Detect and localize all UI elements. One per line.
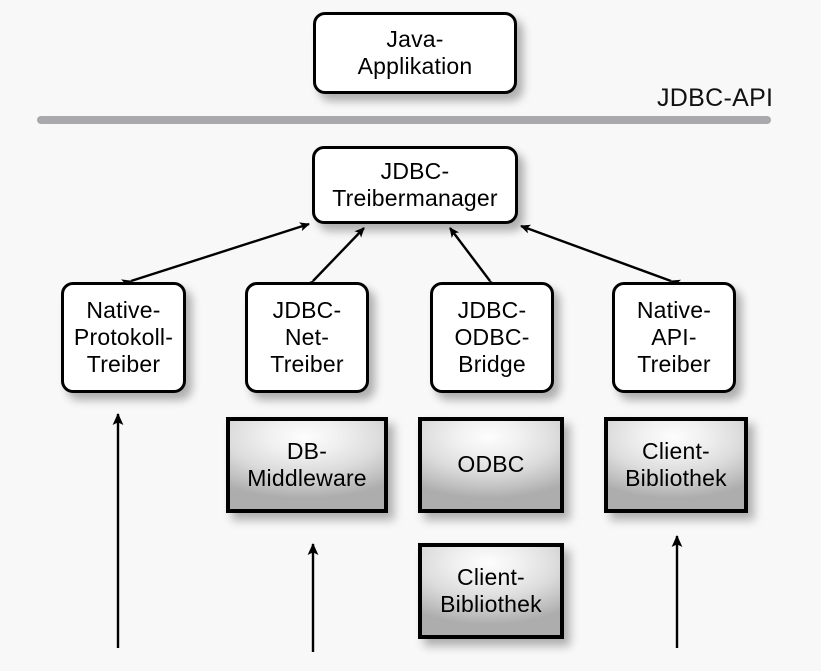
edge-manager-native-api [520,224,682,289]
node-db-middleware[interactable]: DB- Middleware [226,417,388,513]
edge-manager-jdbc-net [303,227,365,291]
node-jdbc-treibermanager[interactable]: JDBC- Treibermanager [312,146,518,224]
node-jdbc-net-treiber[interactable]: JDBC- Net- Treiber [245,282,369,393]
node-client-bibliothek-center[interactable]: Client- Bibliothek [418,543,564,639]
node-java-applikation[interactable]: Java- Applikation [313,12,517,94]
jdbc-api-label: JDBC-API [657,84,774,112]
node-jdbc-odbc-bridge[interactable]: JDBC- ODBC- Bridge [430,282,554,393]
jdbc-api-separator [37,116,771,124]
edge-manager-jdbc-odbc [449,227,500,291]
edge-manager-native-protokoll [121,222,310,289]
node-native-api-treiber[interactable]: Native- API- Treiber [612,282,736,393]
node-odbc[interactable]: ODBC [418,417,564,513]
node-native-protokoll-treiber[interactable]: Native- Protokoll- Treiber [61,282,186,393]
node-client-bibliothek-right[interactable]: Client- Bibliothek [604,417,748,513]
